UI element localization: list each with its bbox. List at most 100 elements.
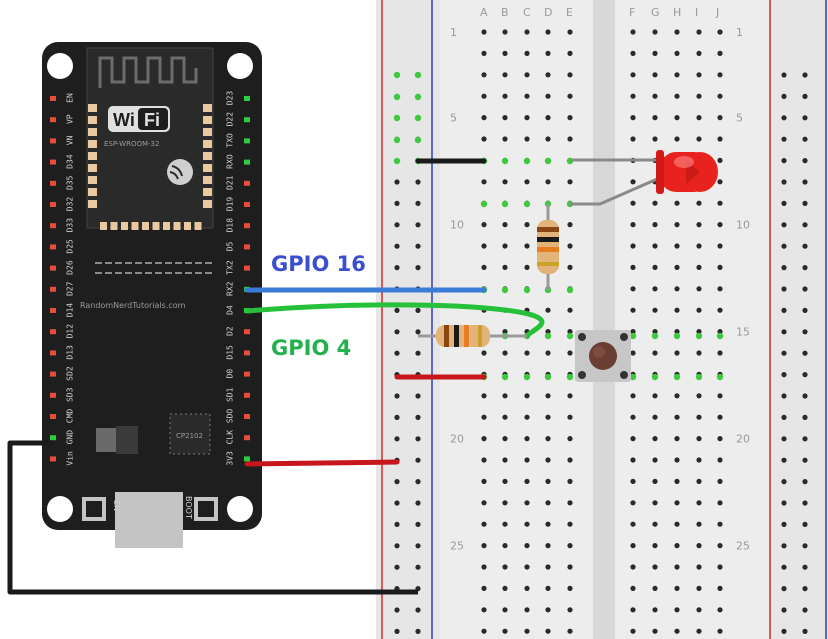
breadboard-hole — [696, 307, 702, 313]
pin-label: D19 — [226, 197, 235, 212]
breadboard-hole — [696, 136, 702, 142]
breadboard: ABCDEFGHIJ11551010151520202525 — [376, 0, 828, 639]
breadboard-hole — [481, 436, 487, 442]
rail-hole — [415, 243, 421, 249]
breadboard-hole — [567, 93, 573, 99]
rail-hole — [802, 307, 808, 313]
breadboard-hole — [696, 543, 702, 549]
rail-hole — [394, 243, 400, 249]
rail-hole — [781, 243, 787, 249]
column-label: H — [673, 6, 681, 19]
breadboard-hole — [630, 478, 636, 484]
rail-hole — [802, 222, 808, 228]
breadboard-hole — [502, 115, 508, 121]
module-pad — [203, 152, 212, 160]
rail-hole — [781, 414, 787, 420]
breadboard-hole — [545, 478, 551, 484]
wifi-antenna-icon — [98, 56, 198, 88]
breadboard-hole — [717, 585, 723, 592]
breadboard-hole — [717, 350, 723, 356]
breadboard-hole — [674, 628, 680, 634]
breadboard-hole — [567, 436, 573, 442]
pin-led — [50, 414, 56, 419]
breadboard-hole — [674, 200, 680, 206]
breadboard-hole — [630, 222, 636, 228]
pin-label: D18 — [226, 218, 235, 233]
rail-hole — [802, 179, 808, 185]
breadboard-hole — [717, 264, 723, 270]
module-pad — [100, 222, 107, 230]
pin-led — [244, 159, 250, 165]
breadboard-hole — [717, 329, 723, 335]
connected-hole — [673, 332, 681, 340]
connected-hole — [544, 373, 552, 381]
breadboard-hole — [481, 478, 487, 484]
en-button: EN — [82, 497, 121, 521]
breadboard-hole — [717, 50, 723, 57]
breadboard-hole — [481, 136, 487, 142]
rail-hole — [781, 607, 787, 613]
led — [570, 150, 718, 206]
pin-led — [50, 435, 56, 441]
boot-label: BOOT — [184, 496, 193, 519]
connected-hole — [566, 286, 574, 294]
breadboard-hole — [545, 350, 551, 356]
breadboard-hole — [674, 350, 680, 356]
breadboard-hole — [717, 543, 723, 549]
pin-label: D25 — [66, 239, 75, 254]
rail-hole — [394, 200, 400, 206]
resistor-horizontal — [418, 325, 527, 347]
breadboard-hole — [696, 628, 702, 634]
pin-led — [50, 371, 56, 377]
breadboard-hole — [567, 628, 573, 634]
row-number-right: 15 — [736, 326, 750, 339]
connected-hole — [501, 286, 509, 294]
rail-hole — [781, 329, 787, 335]
breadboard-hole — [567, 543, 573, 549]
breadboard-hole — [545, 585, 551, 592]
rail-hole — [781, 307, 787, 313]
breadboard-hole — [481, 243, 487, 249]
rail-hole — [802, 457, 808, 463]
breadboard-hole — [502, 564, 508, 570]
breadboard-hole — [696, 264, 702, 270]
breadboard-hole — [502, 500, 508, 506]
rail-hole — [394, 479, 400, 485]
breadboard-hole — [524, 393, 530, 399]
module-pad — [203, 188, 212, 196]
breadboard-hole — [652, 50, 658, 57]
breadboard-hole — [567, 29, 573, 35]
breadboard-hole — [630, 585, 636, 592]
pin-label: D13 — [66, 345, 75, 360]
rail-hole — [802, 350, 808, 356]
pin-led — [244, 414, 250, 419]
connected-hole — [716, 332, 724, 340]
chip-label: CP2102 — [176, 432, 203, 440]
breadboard-hole — [481, 393, 487, 399]
breadboard-hole — [545, 136, 551, 142]
breadboard-hole — [481, 457, 487, 463]
breadboard-hole — [524, 500, 530, 506]
breadboard-hole — [696, 436, 702, 442]
breadboard-hole — [674, 50, 680, 57]
breadboard-hole — [630, 350, 636, 356]
breadboard-hole — [567, 179, 573, 185]
pin-led — [50, 202, 56, 207]
breadboard-hole — [524, 350, 530, 356]
breadboard-hole — [674, 393, 680, 399]
pin-label: D14 — [66, 303, 75, 318]
mount-hole — [227, 496, 253, 522]
breadboard-hole — [481, 50, 487, 57]
breadboard-hole — [652, 436, 658, 442]
rail-hole — [781, 564, 787, 570]
connected-hole — [393, 157, 401, 165]
module-pad — [88, 128, 97, 136]
module-pad — [184, 222, 191, 230]
connected-hole — [523, 200, 531, 208]
rail-hole — [415, 628, 421, 635]
connected-hole — [523, 373, 531, 381]
rail-hole — [781, 222, 787, 228]
row-number-right: 10 — [736, 219, 750, 232]
breadboard-hole — [674, 543, 680, 549]
breadboard-hole — [502, 350, 508, 356]
